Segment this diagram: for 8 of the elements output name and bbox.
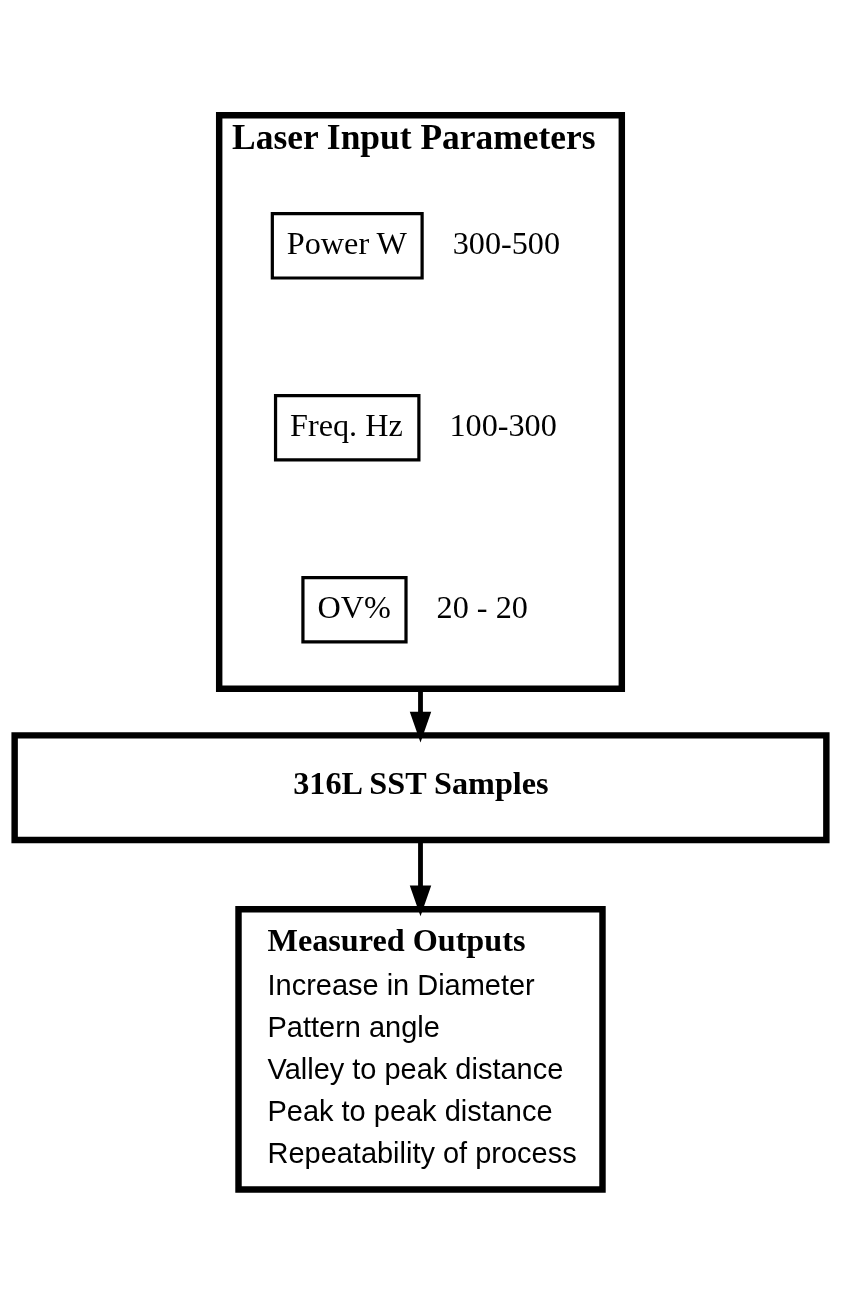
node-box: Power W (270, 211, 424, 280)
node-box: Measured Outputs Increase in Diameter Pattern angle Valley to peak distance Peak to peak distance Repeatability of process (235, 905, 606, 1193)
node-box: 316L SST Samples (11, 731, 830, 843)
node-label: 300-500 (452, 224, 561, 261)
node-box: Freq. Hz (273, 393, 421, 462)
node-label: 100-300 (449, 406, 557, 443)
node-box: OV% (301, 575, 408, 644)
node-label: 20 - 20 (436, 588, 528, 625)
